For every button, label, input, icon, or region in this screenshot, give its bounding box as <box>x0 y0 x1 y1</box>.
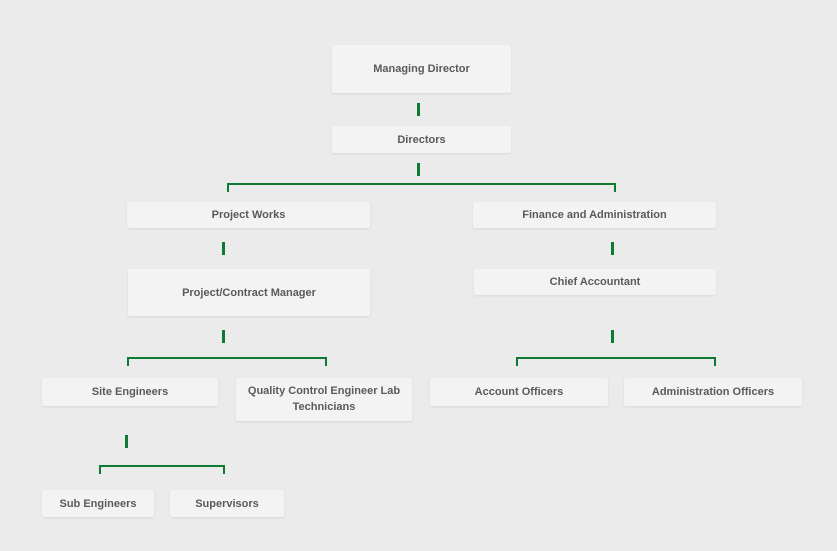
node-label: Sub Engineers <box>59 497 137 510</box>
bracket-pcm-left-leg <box>127 357 129 366</box>
bracket-accountant-left-leg <box>516 357 518 366</box>
connector-finance-down <box>611 242 614 255</box>
bracket-directors-right-leg <box>614 183 616 192</box>
node-label: Project/Contract Manager <box>182 286 316 299</box>
node-label: Quality Control Engineer Lab Technicians <box>247 385 401 413</box>
node-label: Managing Director <box>373 63 470 75</box>
connector-project-works-down <box>222 242 225 255</box>
node-quality-control-engineer: Quality Control Engineer Lab Technicians <box>236 378 412 421</box>
node-project-works: Project Works <box>127 202 370 228</box>
connector-chief-accountant-down <box>611 330 614 343</box>
bracket-directors-left-leg <box>227 183 229 192</box>
node-directors: Directors <box>332 126 511 153</box>
node-label: Chief Accountant <box>549 276 641 288</box>
node-managing-director: Managing Director <box>332 45 511 93</box>
bracket-pcm-horizontal <box>127 357 327 359</box>
node-label: Site Engineers <box>91 386 169 398</box>
node-label: Directors <box>397 133 446 146</box>
node-project-contract-manager: Project/Contract Manager <box>128 269 370 316</box>
bracket-accountant-right-leg <box>714 357 716 366</box>
connector-site-engineers-down <box>125 435 128 448</box>
node-label: Project Works <box>211 209 286 221</box>
node-chief-accountant: Chief Accountant <box>474 269 716 295</box>
bracket-pcm-right-leg <box>325 357 327 366</box>
node-site-engineers: Site Engineers <box>42 378 218 406</box>
node-label: Supervisors <box>195 497 259 510</box>
connector-md-directors <box>417 103 420 116</box>
node-sub-engineers: Sub Engineers <box>42 490 154 517</box>
node-administration-officers: Administration Officers <box>624 378 802 406</box>
node-label: Finance and Administration <box>522 209 667 221</box>
node-label: Account Officers <box>474 386 564 398</box>
connector-directors-down <box>417 163 420 176</box>
node-label: Administration Officers <box>651 386 775 398</box>
connector-pcm-down <box>222 330 225 343</box>
bracket-site-engineers-left-leg <box>99 465 101 474</box>
node-account-officers: Account Officers <box>430 378 608 406</box>
node-finance-administration: Finance and Administration <box>473 202 716 228</box>
bracket-site-engineers-right-leg <box>223 465 225 474</box>
bracket-directors-horizontal <box>227 183 616 185</box>
node-supervisors: Supervisors <box>170 490 284 517</box>
bracket-accountant-horizontal <box>516 357 716 359</box>
bracket-site-engineers-horizontal <box>99 465 225 467</box>
